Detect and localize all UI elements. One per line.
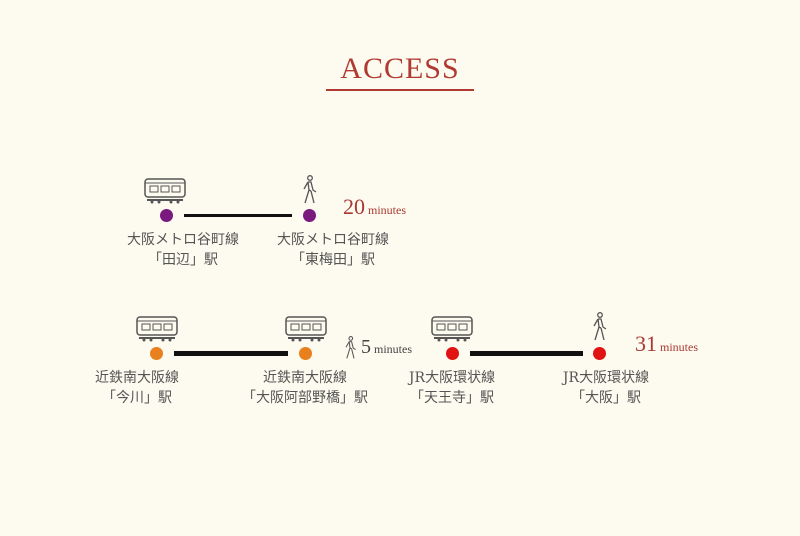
station-label-tanabe: 大阪メトロ谷町線「田辺」駅: [103, 230, 263, 270]
station-dot-tennoji: [446, 347, 459, 360]
station-dot-imagawa: [150, 347, 163, 360]
duration-unit: minutes: [368, 203, 406, 217]
duration-value: 31: [635, 331, 657, 356]
line-name: JR大阪環状線: [562, 370, 650, 386]
route-line: [470, 351, 583, 356]
page-title: ACCESS: [340, 52, 460, 85]
station-name: 「東梅田」駅: [291, 252, 375, 268]
walking-person-icon: [342, 336, 358, 360]
line-name: JR大阪環状線: [408, 370, 496, 386]
station-dot-abenobashi: [299, 347, 312, 360]
duration-value: 20: [343, 194, 365, 219]
station-label-higashi-umeda: 大阪メトロ谷町線「東梅田」駅: [253, 230, 413, 270]
station-dot-tanabe: [160, 209, 173, 222]
station-dot-higashi-umeda: [303, 209, 316, 222]
duration-unit: minutes: [374, 342, 412, 356]
station-name: 「田辺」駅: [148, 252, 218, 268]
walking-person-icon: [299, 175, 319, 205]
title-underline: [326, 89, 474, 91]
line-name: 近鉄南大阪線: [263, 370, 347, 386]
walking-person-icon: [589, 312, 609, 342]
train-icon: [285, 315, 327, 343]
station-name: 「大阪」駅: [571, 390, 641, 406]
station-dot-osaka: [593, 347, 606, 360]
station-name: 「大阪阿部野橋」駅: [242, 390, 368, 406]
duration-unit: minutes: [660, 340, 698, 354]
duration-value: 5: [361, 336, 371, 358]
station-label-abenobashi: 近鉄南大阪線「大阪阿部野橋」駅: [225, 368, 385, 408]
station-label-imagawa: 近鉄南大阪線「今川」駅: [57, 368, 217, 408]
route-line: [184, 214, 292, 217]
station-label-osaka: JR大阪環状線「大阪」駅: [526, 368, 686, 408]
line-name: 大阪メトロ谷町線: [127, 232, 239, 248]
station-label-tennoji: JR大阪環状線「天王寺」駅: [372, 368, 532, 408]
station-name: 「今川」駅: [102, 390, 172, 406]
train-icon: [144, 177, 186, 205]
train-icon: [136, 315, 178, 343]
line-name: 大阪メトロ谷町線: [277, 232, 389, 248]
line-name: 近鉄南大阪線: [95, 370, 179, 386]
station-name: 「天王寺」駅: [410, 390, 494, 406]
route-line: [174, 351, 288, 356]
train-icon: [431, 315, 473, 343]
